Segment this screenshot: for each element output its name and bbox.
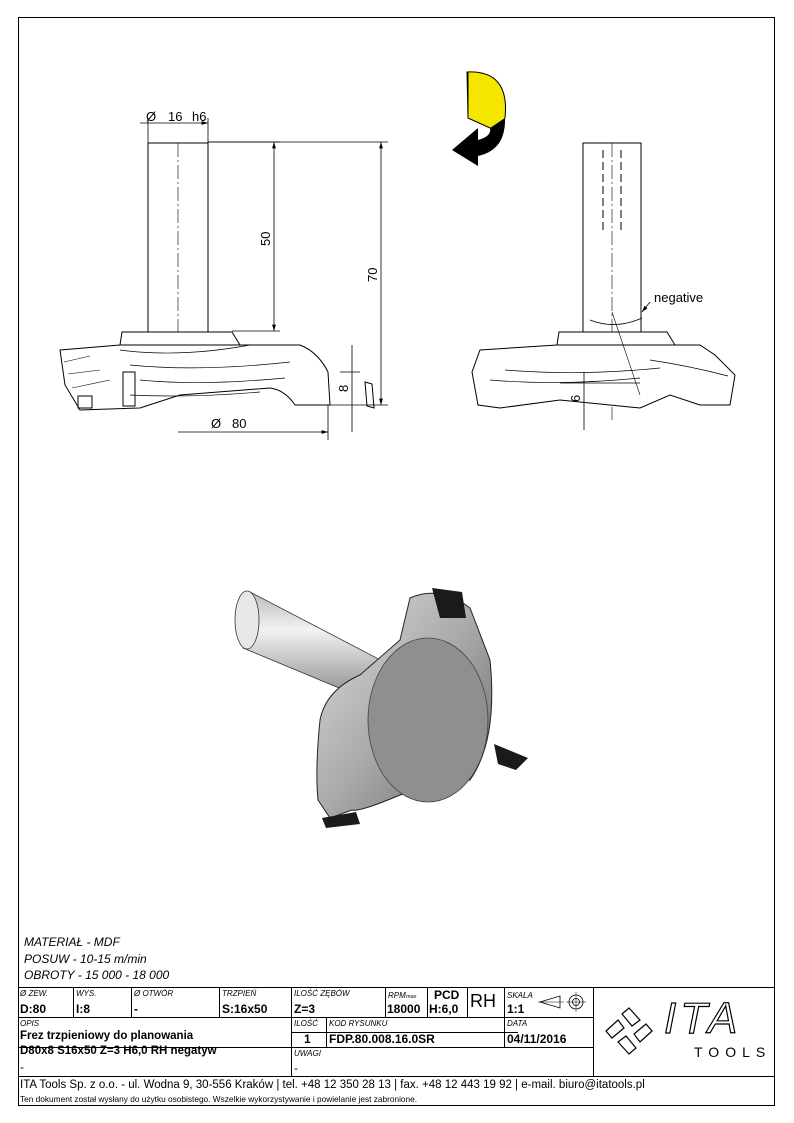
- dim-diameter-80-symbol: Ø: [211, 416, 221, 431]
- side-view-left: [59, 142, 375, 411]
- qty-value: 1: [304, 1032, 311, 1046]
- height-value: I:8: [76, 1002, 91, 1016]
- desc-label: OPIS: [20, 1019, 40, 1028]
- dim-shank-diameter: 16: [168, 109, 182, 124]
- bore-value: -: [134, 1002, 138, 1016]
- rpm-value: 18000: [387, 1002, 421, 1016]
- rotation-direction-icon: [452, 71, 507, 166]
- outer-dia-value: D:80: [20, 1002, 47, 1016]
- remarks-label: UWAGI: [294, 1049, 321, 1058]
- dimensions-right: [560, 301, 651, 430]
- rotation-value: RH: [470, 991, 496, 1011]
- remarks-value: -: [294, 1061, 298, 1075]
- note-speed: OBROTY - 15 000 - 18 000: [24, 968, 170, 982]
- title-block: Ø ZEW. D:80 WYS. I:8 Ø OTWÓR - TRZPIEŃ S…: [18, 987, 775, 1077]
- dim-shank-diameter-symbol: Ø: [146, 109, 156, 124]
- code-value: FDP.80.008.16.0SR: [329, 1032, 435, 1046]
- drawing-sheet-border: [18, 17, 775, 1106]
- company-logo: ITA TOOLS: [594, 988, 775, 1076]
- negative-angle-label: negative: [654, 290, 703, 305]
- scale-label: SKALA: [507, 991, 533, 1000]
- dim-shank-tolerance: h6: [192, 109, 206, 124]
- height-label: WYS.: [76, 989, 97, 998]
- projection-symbol-icon: [538, 992, 586, 1012]
- scale-value: 1:1: [507, 1002, 525, 1016]
- machining-notes: MATERIAŁ - MDF POSUW - 10-15 m/min OBROT…: [24, 934, 169, 984]
- bore-label: Ø OTWÓR: [134, 989, 174, 998]
- outer-dia-label: Ø ZEW.: [20, 989, 49, 998]
- desc-line2: D80x8 S16x50 Z=3 H6,0 RH negatyw: [20, 1045, 217, 1057]
- isometric-view: [234, 588, 528, 828]
- footer-address: ITA Tools Sp. z o.o. - ul. Wodna 9, 30-5…: [20, 1079, 645, 1091]
- note-material: MATERIAŁ - MDF: [24, 935, 120, 949]
- logo-mark-icon: [605, 1007, 653, 1055]
- teeth-label: ILOŚĆ ZĘBÓW: [294, 989, 350, 998]
- code-label: KOD RYSUNKU: [329, 1019, 388, 1028]
- material-head: PCD: [434, 988, 460, 1002]
- footer-disclaimer: Ten dokument został wysłany do użytku os…: [20, 1094, 418, 1104]
- dim-offset-6: 6: [568, 395, 583, 402]
- material-value: H:6,0: [429, 1002, 459, 1016]
- logo-text: ITA: [663, 993, 742, 1043]
- side-view-right: [471, 142, 736, 420]
- dim-diameter-80: 80: [232, 416, 246, 431]
- date-value: 04/11/2016: [507, 1032, 567, 1046]
- rpm-sub: max: [406, 994, 417, 1000]
- desc-line3: -: [20, 1060, 24, 1074]
- logo-subtext: TOOLS: [694, 1044, 772, 1060]
- teeth-value: Z=3: [294, 1002, 316, 1016]
- date-label: DATA: [507, 1019, 528, 1028]
- dimensions-left: [140, 118, 388, 440]
- dim-length-70: 70: [365, 268, 380, 282]
- note-feed: POSUW - 10-15 m/min: [24, 951, 147, 966]
- dim-length-50: 50: [258, 232, 273, 246]
- qty-label: ILOŚĆ: [294, 1019, 319, 1028]
- shank-label: TRZPIEŃ: [222, 989, 257, 998]
- rpm-label: RPM: [388, 991, 406, 1000]
- dim-height-8: 8: [336, 385, 351, 392]
- desc-line1: Frez trzpieniowy do planowania: [20, 1030, 194, 1042]
- shank-value: S:16x50: [222, 1002, 268, 1016]
